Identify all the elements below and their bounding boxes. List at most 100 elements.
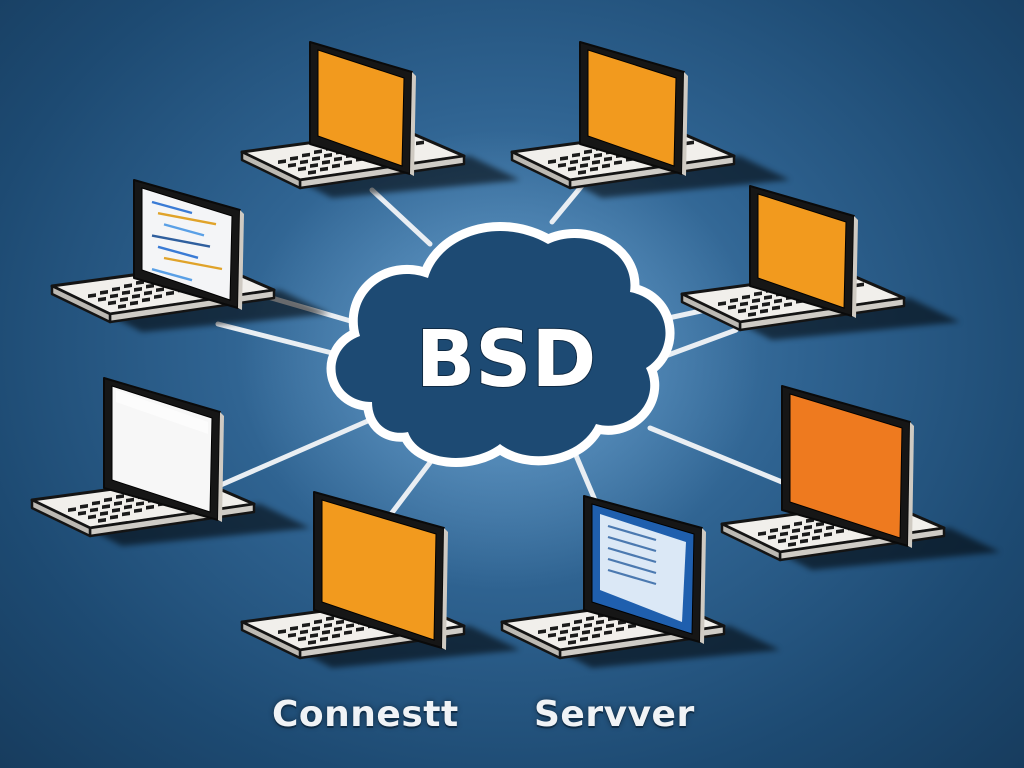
- key: [312, 156, 320, 162]
- laptop-left-upper: [52, 179, 330, 332]
- key: [548, 632, 556, 638]
- key: [550, 625, 558, 631]
- key: [300, 159, 308, 165]
- code-line: [151, 200, 193, 215]
- laptop-left-lower: [32, 377, 310, 546]
- key: [126, 497, 134, 503]
- laptop-lid-edge: [218, 412, 224, 522]
- laptop-bottom-left: [242, 491, 520, 668]
- key: [826, 525, 834, 531]
- key: [298, 636, 306, 642]
- key: [322, 159, 330, 165]
- key: [312, 626, 320, 632]
- laptop-top-left: [242, 41, 520, 198]
- key: [586, 616, 594, 621]
- key: [336, 619, 344, 625]
- key: [332, 163, 340, 169]
- key: [314, 149, 322, 155]
- key: [562, 622, 570, 628]
- key: [752, 298, 760, 304]
- code-lines: [151, 200, 223, 282]
- window-text-line: [607, 557, 657, 575]
- connector-line-right-upper-2: [657, 327, 739, 361]
- key: [782, 524, 790, 530]
- key: [794, 521, 802, 527]
- connector-line-bottom-left: [385, 449, 441, 521]
- connector-line-left-lower: [211, 417, 373, 491]
- laptop-top-right: [512, 41, 790, 198]
- key: [572, 626, 580, 632]
- caption-server: Servver: [534, 694, 695, 735]
- key: [324, 153, 332, 158]
- window-text-line: [607, 524, 657, 542]
- key: [604, 156, 612, 162]
- laptop-right-lower: [722, 385, 1000, 570]
- key: [548, 159, 556, 165]
- key: [134, 508, 142, 513]
- key: [290, 155, 298, 161]
- key: [132, 293, 140, 299]
- key: [108, 300, 116, 306]
- key: [302, 152, 310, 158]
- key: [120, 297, 128, 302]
- key: [584, 623, 592, 628]
- key: [570, 633, 578, 638]
- key: [570, 159, 578, 165]
- key: [122, 511, 130, 517]
- connector-line-top-left: [369, 187, 433, 247]
- key: [592, 159, 600, 165]
- laptop-screen: [587, 49, 677, 167]
- window-text-line: [607, 546, 657, 564]
- laptop-lid-edge: [700, 528, 706, 644]
- key: [346, 623, 354, 629]
- key: [100, 289, 108, 295]
- key: [308, 170, 316, 175]
- code-line: [157, 212, 217, 226]
- key: [790, 535, 798, 540]
- key: [560, 629, 568, 635]
- key: [558, 162, 566, 168]
- key: [88, 293, 96, 299]
- code-line: [163, 223, 205, 237]
- cloud-body: [335, 231, 666, 458]
- key: [616, 626, 624, 632]
- laptop-screen: [321, 499, 437, 641]
- laptop-lid-edge: [908, 422, 914, 548]
- key: [770, 527, 778, 533]
- key: [584, 149, 592, 155]
- key: [738, 308, 746, 314]
- key: [166, 290, 174, 296]
- key: [118, 304, 126, 309]
- laptop-lid-edge: [238, 210, 244, 310]
- laptop-screen: [789, 393, 903, 539]
- connector-line-left-upper-2: [215, 321, 339, 357]
- key: [110, 293, 118, 299]
- key: [718, 301, 726, 307]
- key: [538, 629, 546, 635]
- laptop-nodes: [32, 41, 1000, 668]
- key: [98, 296, 106, 302]
- key: [332, 633, 340, 639]
- caption-connect: Connestt: [272, 694, 459, 735]
- key: [602, 163, 610, 169]
- laptop-lid-edge: [852, 216, 858, 318]
- key: [592, 633, 600, 639]
- key: [146, 283, 154, 289]
- key: [604, 630, 612, 635]
- key: [568, 166, 576, 172]
- key: [580, 163, 588, 168]
- laptop-screen: [757, 193, 847, 309]
- key: [300, 629, 308, 635]
- key: [322, 629, 330, 635]
- key: [754, 291, 762, 297]
- key: [298, 166, 306, 172]
- key: [802, 531, 810, 537]
- key: [824, 532, 832, 537]
- key: [302, 622, 310, 628]
- key: [278, 159, 286, 165]
- key: [804, 525, 812, 530]
- code-line: [151, 234, 211, 248]
- key: [578, 170, 586, 175]
